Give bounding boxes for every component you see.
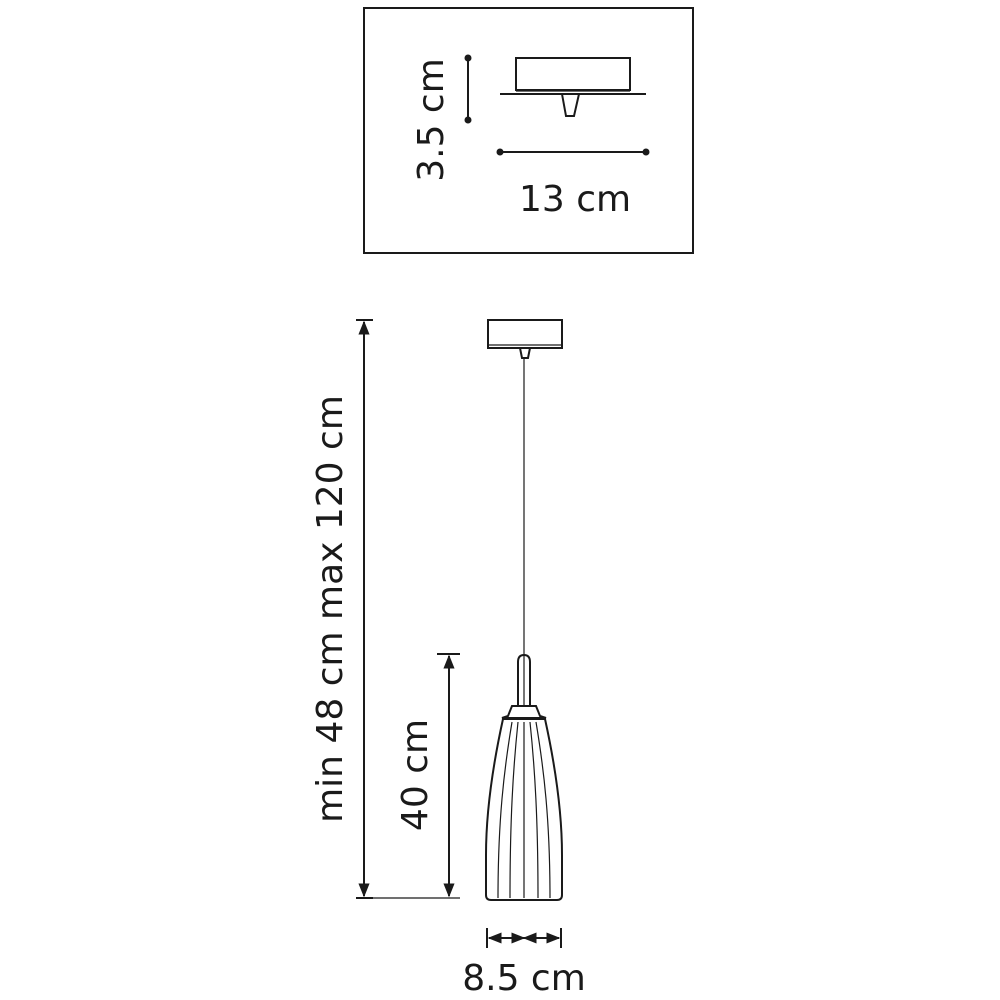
total-height-dimension xyxy=(356,319,460,899)
shade-height-dimension xyxy=(437,653,460,898)
shade-ribs xyxy=(497,721,551,899)
canopy-detail-inset: 3.5 cm 13 cm xyxy=(363,7,694,254)
canopy-stub xyxy=(519,347,531,359)
canopy-height-label: 3.5 cm xyxy=(411,58,452,182)
total-height-label: min 48 cm max 120 cm xyxy=(310,395,351,823)
pendant-fixture xyxy=(485,319,563,901)
shade-width-label: 8.5 cm xyxy=(462,958,586,999)
shade-width-dimension xyxy=(486,928,562,948)
shade-height-label: 40 cm xyxy=(395,719,436,831)
lamp-holder xyxy=(517,653,531,705)
canopy-width-label: 13 cm xyxy=(519,179,631,220)
glass-shade xyxy=(485,718,563,901)
canopy-height-dimension xyxy=(464,54,472,124)
inset-frame xyxy=(363,7,694,254)
ceiling-canopy xyxy=(487,319,563,349)
canopy-side-view xyxy=(500,57,646,117)
shade-collar xyxy=(501,705,547,719)
canopy-width-dimension xyxy=(496,148,650,156)
